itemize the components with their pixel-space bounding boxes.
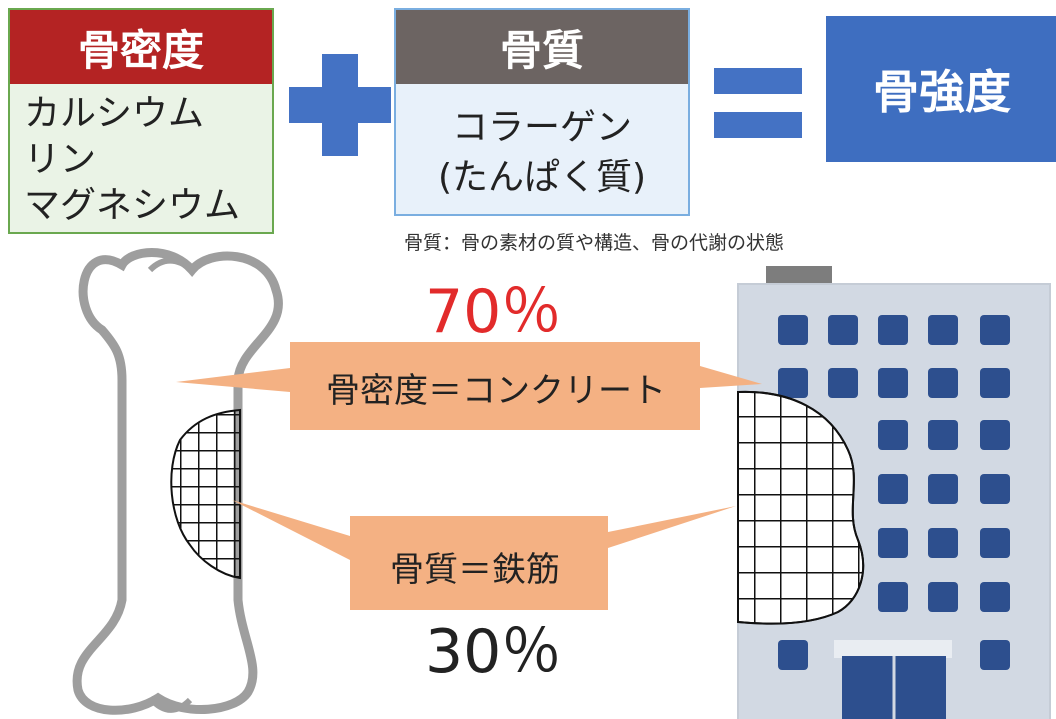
bone-quality-note: 骨質：骨の素材の質や構造、骨の代謝の状態	[404, 232, 785, 254]
callout-bottom-label: 骨質＝鉄筋	[390, 549, 560, 590]
bone-density-item-phosphorus: リン	[24, 139, 97, 180]
bone-density-item-calcium: カルシウム	[24, 93, 205, 134]
bone-strength-box: 骨強度	[826, 16, 1056, 162]
bone-quality-collagen: コラーゲン	[451, 107, 632, 148]
equals-icon-top-bar	[714, 68, 802, 94]
plus-icon-horizontal-bar	[289, 87, 391, 123]
bone-quality-title: 骨質	[396, 10, 688, 84]
equals-icon-bottom-bar	[714, 112, 802, 138]
callout-top-shape	[176, 342, 762, 430]
callout-top-label: 骨密度＝コンクリート	[326, 370, 666, 411]
bone-icon	[72, 248, 283, 715]
building-icon	[737, 266, 1051, 719]
bone-density-box: 骨密度 カルシウム リン マグネシウム	[8, 8, 274, 234]
percent-bone-quality: 30％	[425, 617, 562, 687]
percent-bone-density: 70％	[425, 277, 562, 347]
bone-quality-box: 骨質 コラーゲン (たんぱく質)	[394, 8, 690, 216]
callout-bottom-shape	[232, 500, 736, 610]
bone-quality-protein: (たんぱく質)	[437, 157, 647, 198]
bone-density-title: 骨密度	[10, 10, 272, 84]
bone-density-item-magnesium: マグネシウム	[24, 185, 241, 226]
